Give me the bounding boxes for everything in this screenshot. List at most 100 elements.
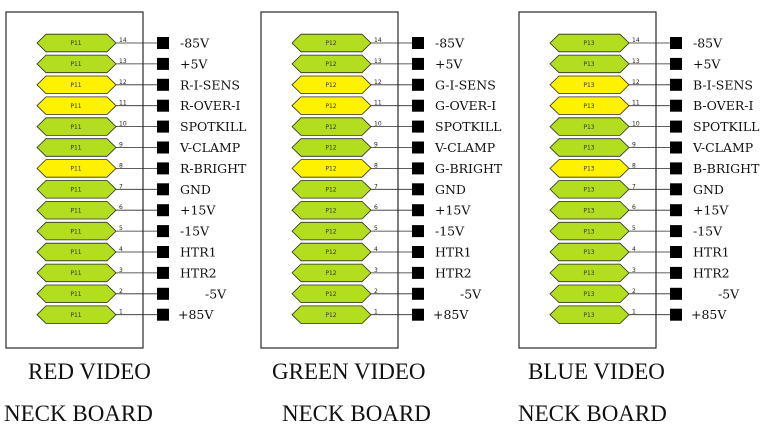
terminal-square xyxy=(157,287,169,300)
pin-connector-label: P11 xyxy=(70,207,81,214)
pin-connector-label: P11 xyxy=(70,249,81,256)
terminal-square xyxy=(670,141,682,154)
pin-signal-label: HTR2 xyxy=(435,265,472,280)
board-title-red-line2: NECK BOARD xyxy=(4,401,153,426)
pin-number: 2 xyxy=(119,288,123,295)
terminal-square xyxy=(412,183,424,196)
pin-connector-label: P12 xyxy=(325,40,336,47)
pin-signal-label: B-BRIGHT xyxy=(693,161,760,176)
pin-number: 5 xyxy=(632,225,636,232)
pin-number: 9 xyxy=(374,142,378,149)
pin-signal-label: +5V xyxy=(693,56,721,71)
terminal-square xyxy=(670,78,682,91)
pin-number: 5 xyxy=(119,225,123,232)
pin-connector-label: P12 xyxy=(325,124,336,131)
terminal-square xyxy=(412,141,424,154)
pin-connector-label: P12 xyxy=(325,61,336,68)
pin-connector-label: P11 xyxy=(70,103,81,110)
pin-number: 1 xyxy=(374,309,378,316)
terminal-square xyxy=(157,308,169,321)
board-title-green-line2: NECK BOARD xyxy=(282,401,431,426)
terminal-square xyxy=(670,99,682,112)
pin-signal-label: HTR2 xyxy=(693,265,730,280)
pin-signal-label: G-OVER-I xyxy=(435,98,496,113)
terminal-square xyxy=(670,266,682,279)
terminal-square xyxy=(412,266,424,279)
pin-connector-label: P13 xyxy=(583,228,594,235)
pin-connector-label: P11 xyxy=(70,187,81,194)
pin-connector-label: P13 xyxy=(583,103,594,110)
pin-connector-label: P12 xyxy=(325,249,336,256)
pin-signal-label: +5V xyxy=(180,56,208,71)
terminal-square xyxy=(412,99,424,112)
pin-number: 6 xyxy=(632,204,636,211)
pin-number: 13 xyxy=(632,58,640,65)
pin-connector-label: P12 xyxy=(325,207,336,214)
terminal-square xyxy=(412,287,424,300)
terminal-square xyxy=(412,225,424,238)
pin-number: 3 xyxy=(632,267,636,274)
pin-number: 11 xyxy=(119,100,127,107)
pin-row-11: P12 11 G-OVER-I xyxy=(291,96,496,115)
pin-number: 1 xyxy=(632,309,636,316)
terminal-square xyxy=(412,204,424,217)
pin-connector-label: P12 xyxy=(325,187,336,194)
pin-signal-label: +5V xyxy=(435,56,463,71)
pin-connector-label: P13 xyxy=(583,124,594,131)
pin-signal-label: SPOTKILL xyxy=(693,119,759,134)
pin-connector-label: P13 xyxy=(583,40,594,47)
pin-connector-label: P11 xyxy=(70,145,81,152)
board-title-blue-line2: NECK BOARD xyxy=(518,401,667,426)
pin-signal-label: HTR1 xyxy=(435,245,472,260)
pin-signal-label: G-BRIGHT xyxy=(435,161,503,176)
board-title-blue-line1: BLUE VIDEO xyxy=(528,359,665,384)
pin-signal-label: -15V xyxy=(435,224,465,239)
pin-signal-label: +15V xyxy=(180,203,216,218)
pin-number: 2 xyxy=(632,288,636,295)
pin-number: 3 xyxy=(374,267,378,274)
pin-number: 4 xyxy=(119,246,123,253)
pin-row-11: P11 11 R-OVER-I xyxy=(36,96,240,115)
terminal-square xyxy=(157,37,169,49)
pin-signal-label: -85V xyxy=(180,36,210,51)
pin-connector-label: P11 xyxy=(70,166,81,173)
pin-number: 14 xyxy=(119,37,127,44)
pin-connector-label: P13 xyxy=(583,312,594,319)
terminal-square xyxy=(412,162,424,175)
pin-number: 6 xyxy=(119,204,123,211)
pin-connector-label: P12 xyxy=(325,228,336,235)
pin-connector-label: P13 xyxy=(583,166,594,173)
pin-signal-label: GND xyxy=(693,182,724,197)
pin-signal-label: -85V xyxy=(693,36,723,51)
terminal-square xyxy=(157,162,169,175)
terminal-square xyxy=(670,37,682,49)
pin-signal-label: -5V xyxy=(205,286,227,301)
pin-signal-label: +85V xyxy=(691,307,727,322)
pin-number: 4 xyxy=(374,246,378,253)
pin-signal-label: +15V xyxy=(693,203,729,218)
pin-number: 11 xyxy=(374,100,382,107)
pin-signal-label: R-OVER-I xyxy=(180,98,240,113)
pin-connector-label: P12 xyxy=(325,103,336,110)
terminal-square xyxy=(670,225,682,238)
terminal-square xyxy=(412,308,424,321)
pin-signal-label: HTR1 xyxy=(693,245,730,260)
terminal-square xyxy=(412,246,424,258)
pin-number: 2 xyxy=(374,288,378,295)
